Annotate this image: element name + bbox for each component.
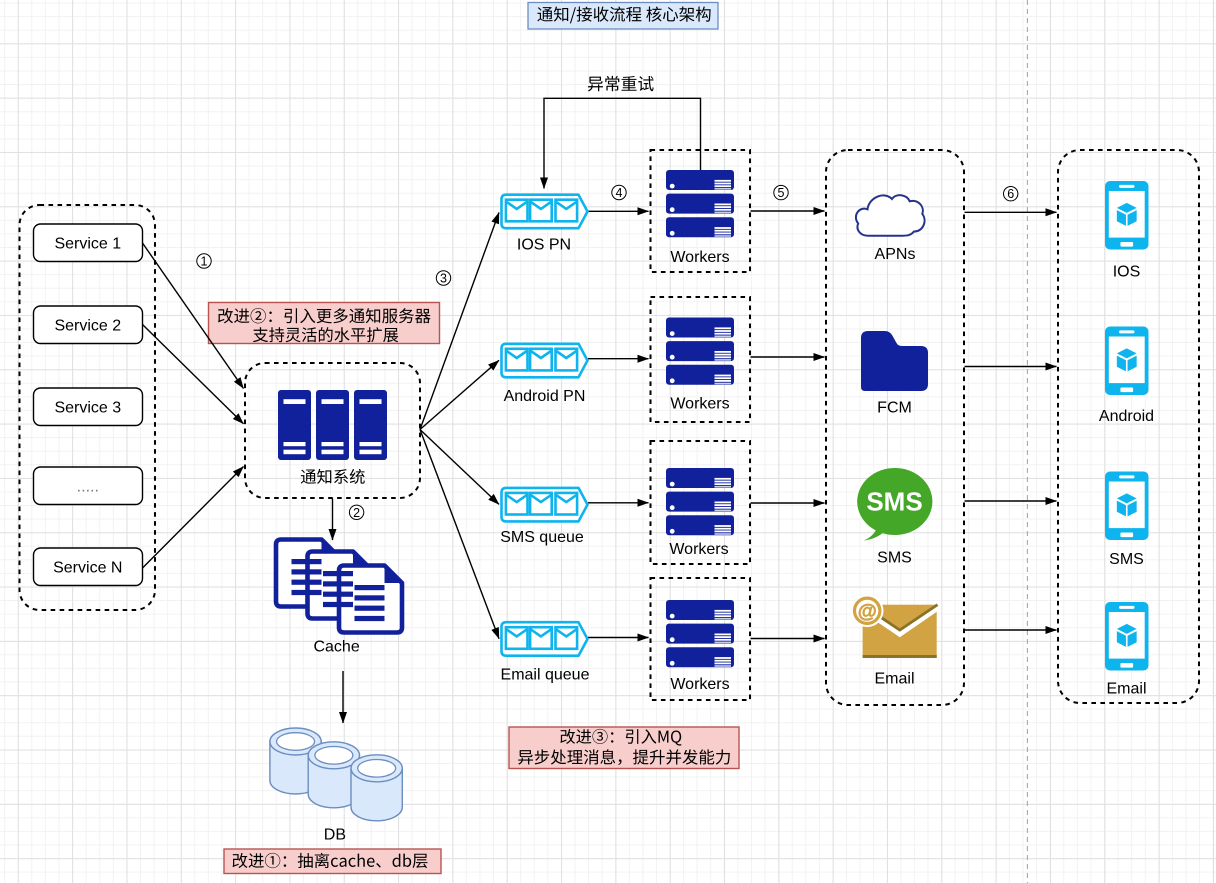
svg-text:4: 4 xyxy=(616,186,623,200)
svg-text:Email: Email xyxy=(874,671,914,688)
svg-text:Email queue: Email queue xyxy=(501,667,590,684)
svg-text:FCM: FCM xyxy=(877,400,912,417)
svg-text:1: 1 xyxy=(201,255,208,269)
svg-text:5: 5 xyxy=(778,186,785,200)
svg-text:Email: Email xyxy=(1106,681,1146,698)
svg-text:2: 2 xyxy=(353,506,360,520)
svg-text:Workers: Workers xyxy=(670,396,729,413)
svg-text:APNs: APNs xyxy=(875,246,916,263)
svg-text:IOS PN: IOS PN xyxy=(517,237,571,254)
svg-text:IOS: IOS xyxy=(1113,264,1141,281)
svg-text:Service 1: Service 1 xyxy=(54,236,121,253)
svg-text:Workers: Workers xyxy=(670,249,729,266)
svg-text:Workers: Workers xyxy=(669,541,728,558)
svg-text:Cache: Cache xyxy=(313,639,359,656)
svg-text:SMS: SMS xyxy=(1109,551,1144,568)
svg-text:Android: Android xyxy=(1099,408,1154,425)
svg-text:Service 2: Service 2 xyxy=(54,318,121,335)
svg-text:DB: DB xyxy=(324,827,346,844)
svg-text:SMS: SMS xyxy=(866,486,922,516)
svg-text:.....: ..... xyxy=(77,479,99,496)
svg-text:6: 6 xyxy=(1007,187,1014,201)
svg-text:Workers: Workers xyxy=(670,676,729,693)
svg-text:SMS: SMS xyxy=(877,550,912,567)
svg-text:3: 3 xyxy=(440,272,447,286)
svg-text:Service 3: Service 3 xyxy=(54,400,121,417)
svg-text:SMS queue: SMS queue xyxy=(500,529,584,546)
svg-text:Service N: Service N xyxy=(53,560,122,577)
svg-text:@: @ xyxy=(858,601,877,623)
svg-text:Android PN: Android PN xyxy=(504,388,586,405)
